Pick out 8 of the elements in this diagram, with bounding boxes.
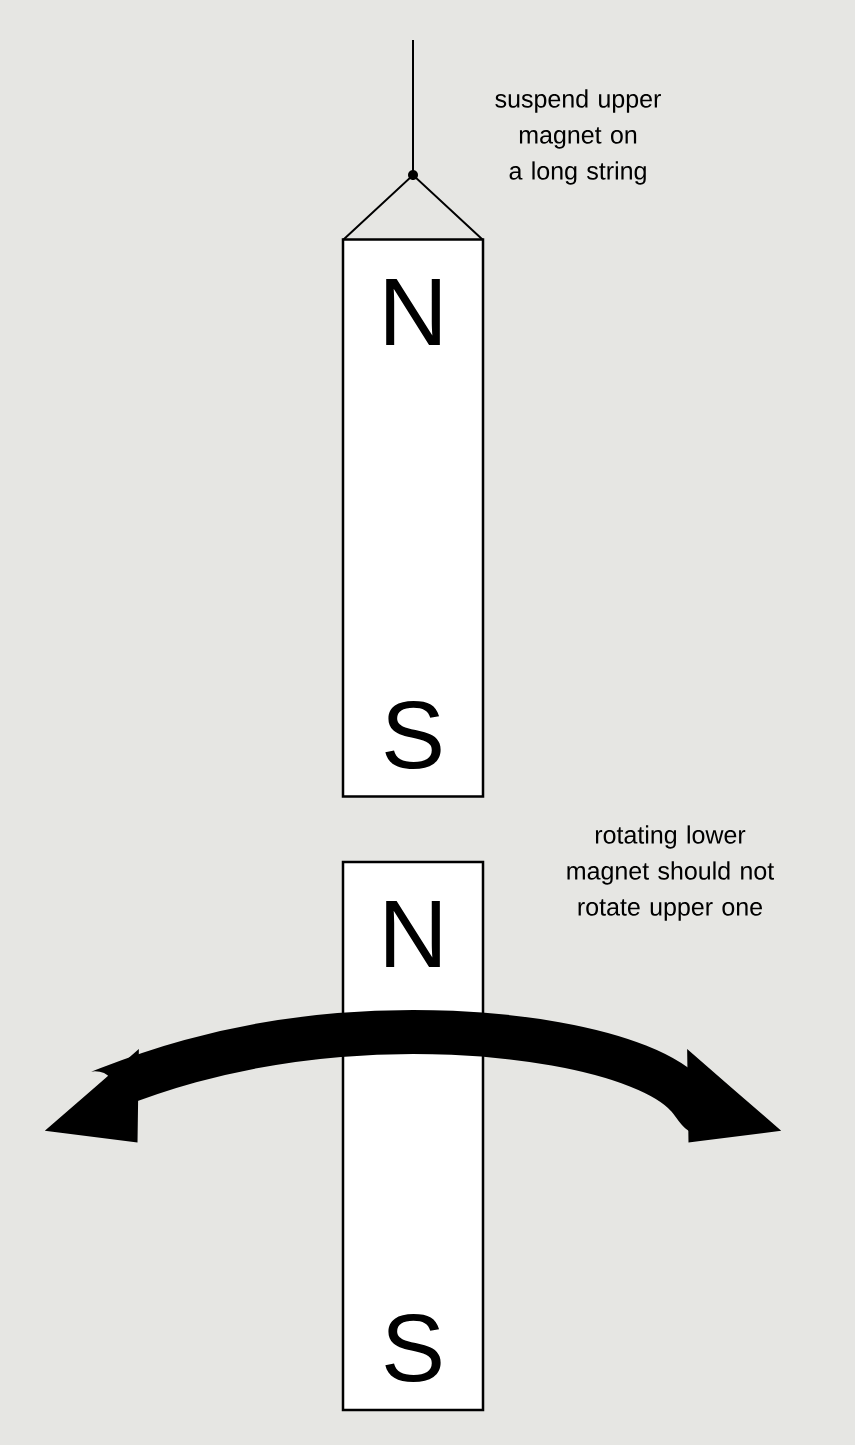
magnet-box	[341, 238, 485, 798]
note-text: rotating lower magnet should not rotate upper one	[567, 825, 774, 921]
note-text: suspend upper magnet on a long string	[495, 89, 661, 185]
pole-letter: N	[386, 901, 440, 968]
pole-letter: S	[385, 1314, 441, 1382]
pole-letter: S	[385, 701, 441, 769]
magnet-box	[341, 860, 485, 1412]
pole-letter: N	[386, 279, 440, 346]
